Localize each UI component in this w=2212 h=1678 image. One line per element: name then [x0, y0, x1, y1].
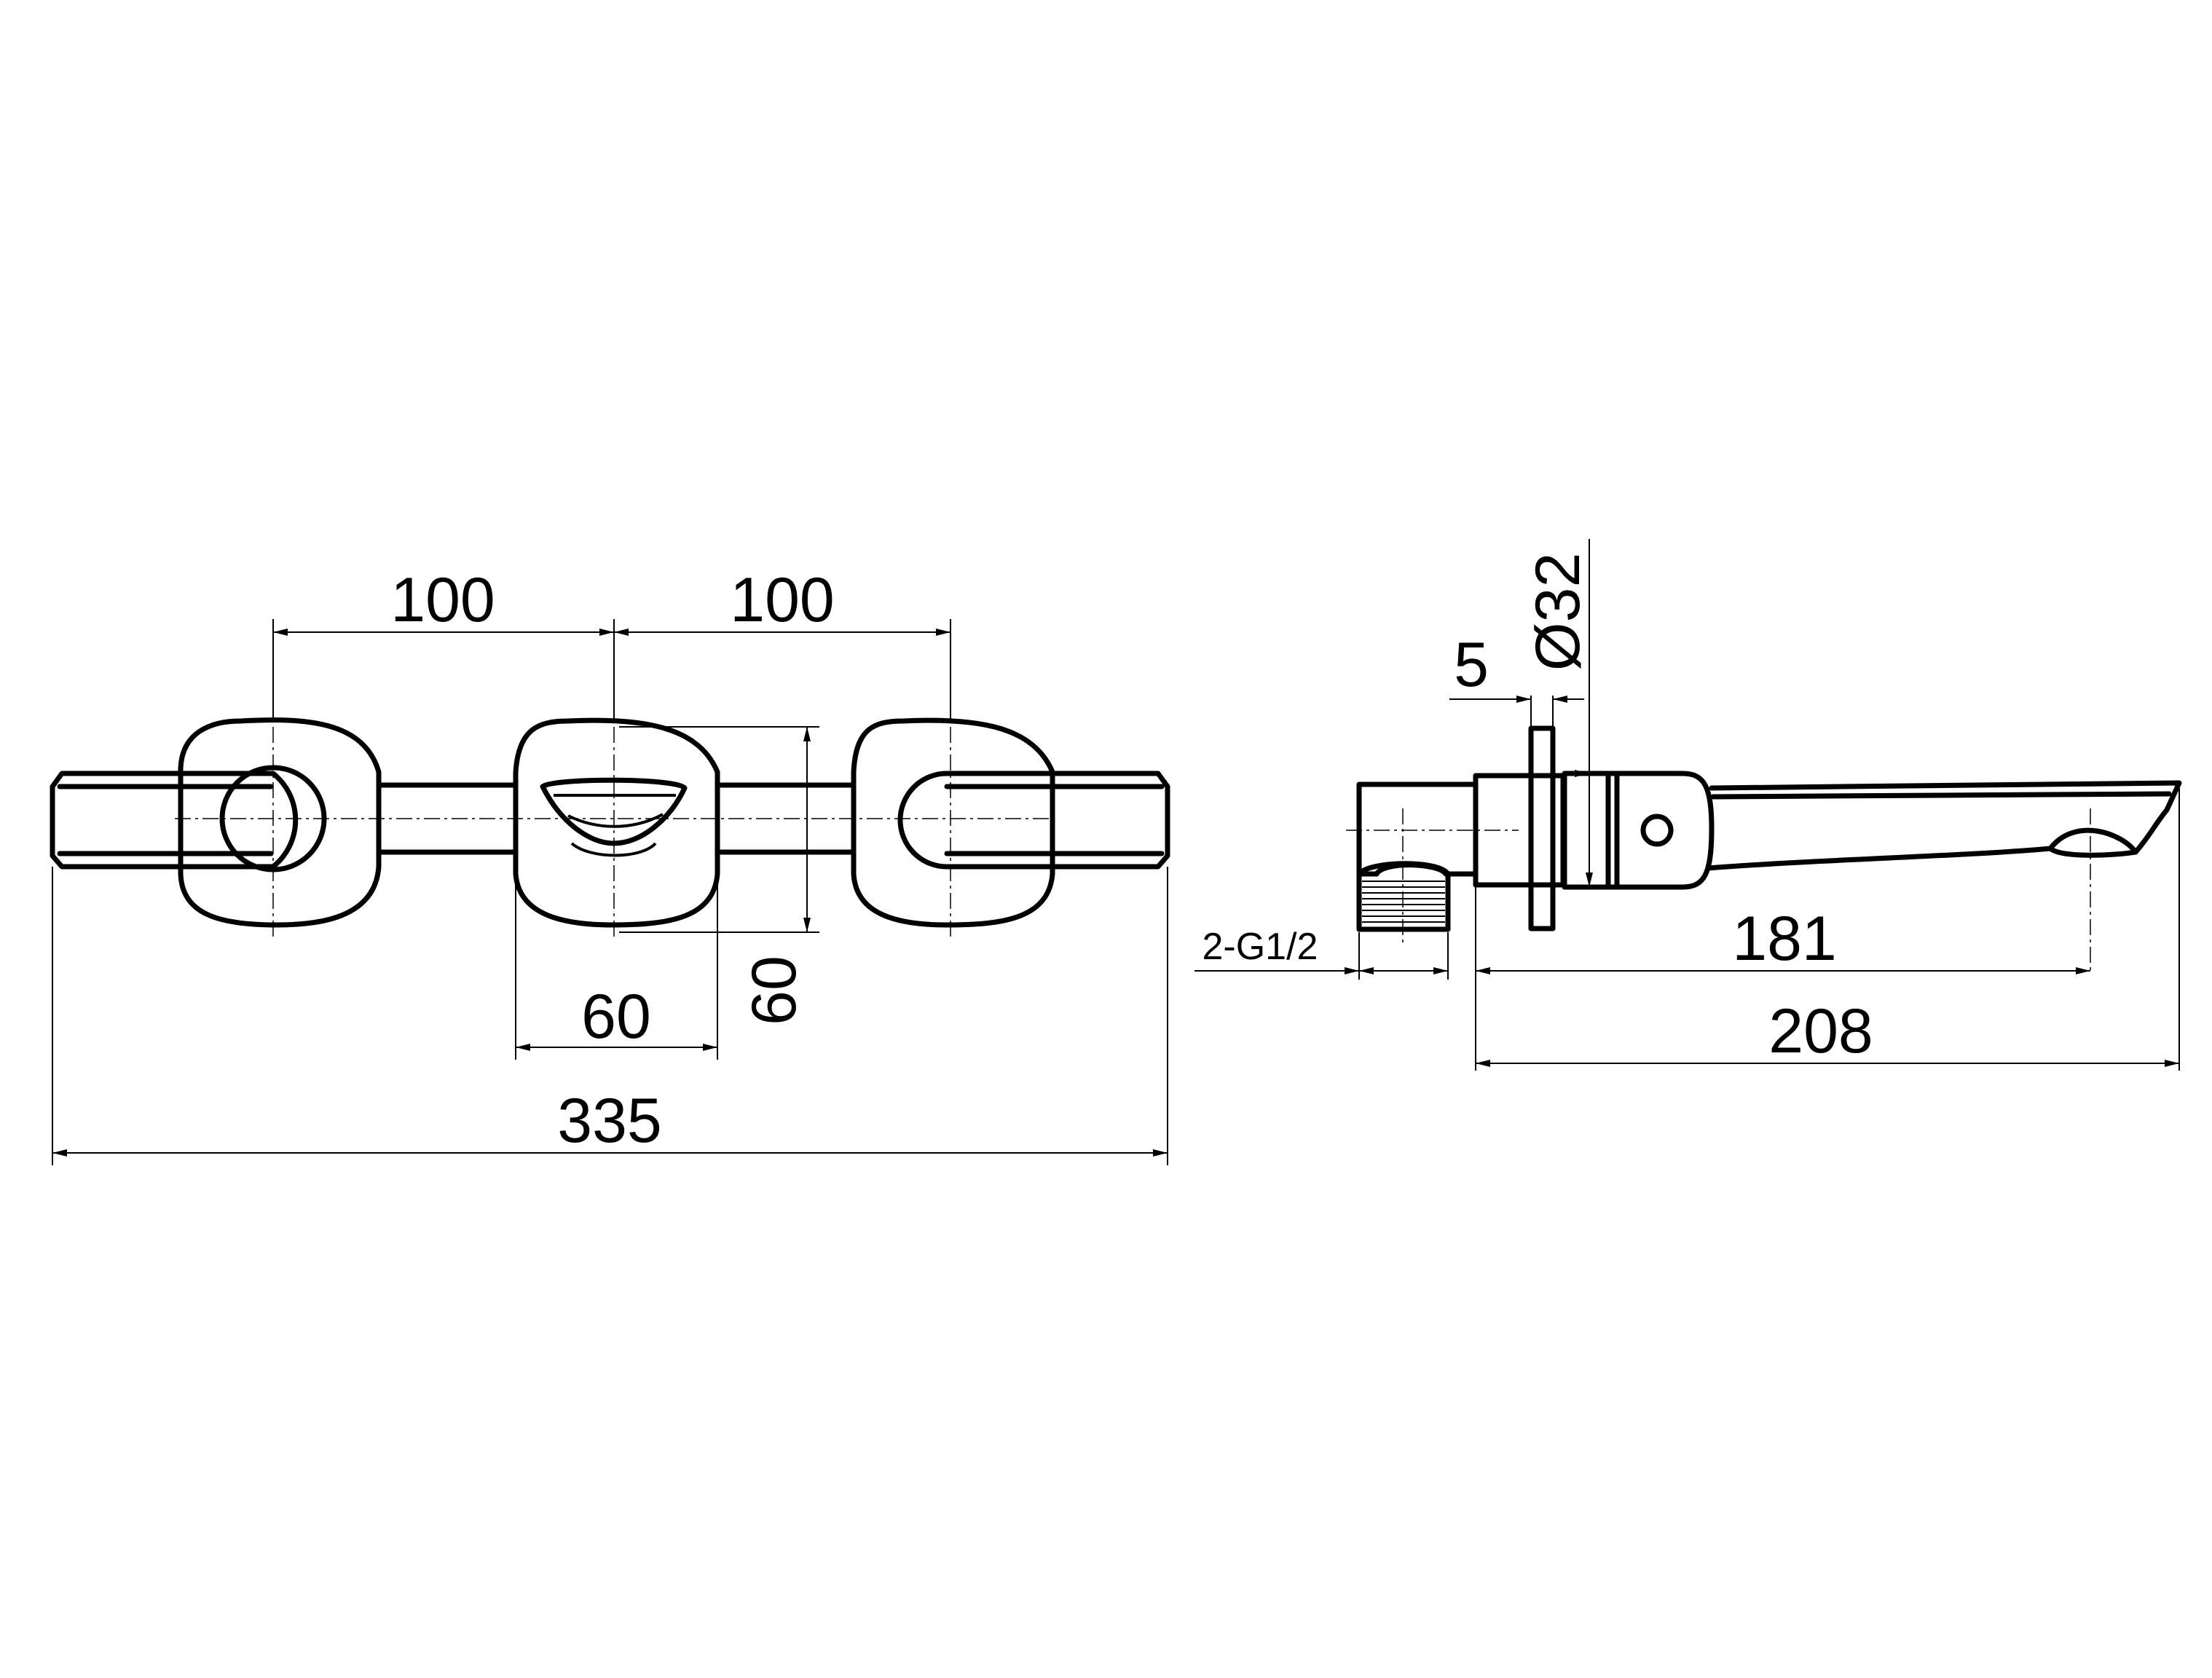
- right-handle-lever: [897, 771, 1170, 870]
- dimension-335-overall: 335: [52, 867, 1168, 1165]
- center-spout-plate: [513, 717, 720, 928]
- dimension-5-flange: 5: [1449, 630, 1584, 728]
- spout-collar: [1562, 771, 1715, 890]
- dim-text-60-width: 60: [581, 982, 651, 1052]
- dim-text-335: 335: [557, 1086, 662, 1156]
- dim-text-60-height: 60: [739, 956, 809, 1025]
- wall-flange: [1528, 725, 1556, 931]
- connecting-bar: [376, 782, 857, 855]
- dim-text-181: 181: [1732, 904, 1837, 974]
- dimension-208: 208: [1476, 788, 2180, 1071]
- side-view: 5 Ø32 2-G1/2 181 208: [1194, 539, 2182, 1071]
- dimension-100-spacing: 100 100: [272, 565, 951, 721]
- side-center-lines: [1346, 808, 2091, 972]
- dimension-60-height: 60: [619, 726, 819, 1025]
- right-escutcheon-plate: [851, 717, 1055, 928]
- dimension-diameter-32: Ø32: [1523, 539, 1593, 887]
- left-escutcheon-plate: [178, 717, 382, 928]
- dim-text-208: 208: [1768, 996, 1873, 1066]
- dimension-thread-g12: 2-G1/2: [1194, 926, 1449, 980]
- dim-text-5: 5: [1454, 630, 1489, 700]
- dim-text-diameter-32: Ø32: [1523, 553, 1593, 671]
- dim-text-thread: 2-G1/2: [1203, 926, 1318, 968]
- spout: [1705, 780, 2182, 871]
- rear-body: [1356, 781, 1479, 877]
- dimension-60-width: 60: [515, 867, 718, 1060]
- dimension-181: 181: [1475, 885, 2090, 1071]
- front-view: 100 100 60 60 335: [50, 565, 1170, 1165]
- dim-text-100-left: 100: [390, 565, 495, 635]
- threaded-connector: [1356, 861, 1451, 932]
- dim-text-100-right: 100: [730, 565, 835, 635]
- front-center-lines: [175, 699, 1049, 940]
